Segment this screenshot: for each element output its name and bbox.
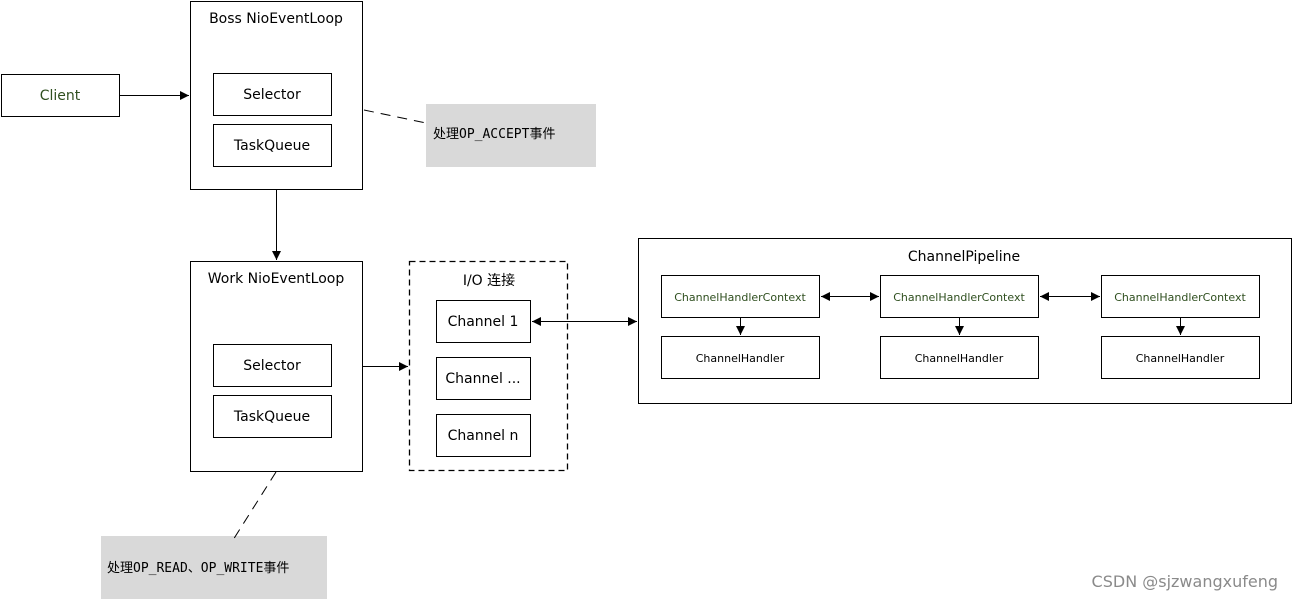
read-write-note-text: 处理OP_READ、OP_WRITE事件 [107,561,289,576]
channel-n-box [436,414,531,457]
boss-selector-box [213,73,332,116]
accept-note: 处理OP_ACCEPT事件 [426,104,596,167]
handler-2-box [880,336,1039,379]
handler-3-box [1101,336,1260,379]
watermark-text: CSDN @sjzwangxufeng [1092,572,1278,591]
channel-1-label: Channel 1 [448,314,519,330]
handler-context-1-box [661,275,820,318]
channel-n-label: Channel n [448,428,519,444]
handler-context-2-box [880,275,1039,318]
handler-3-label: ChannelHandler [1136,352,1225,365]
client-node: Client [1,74,120,117]
client-label: Client [40,88,81,104]
channel-pipeline: ChannelPipeline ChannelHandlerContext Ch… [638,238,1292,404]
handler-context-2-label: ChannelHandlerContext [893,291,1025,304]
work-taskqueue-box [213,395,332,438]
work-selector-box [213,344,332,387]
handler-2-label: ChannelHandler [915,352,1004,365]
work-eventloop-title: Work NioEventLoop [208,271,345,287]
handler-context-1-label: ChannelHandlerContext [674,291,806,304]
boss-taskqueue-box [213,124,332,167]
io-group-title: I/O 连接 [463,272,515,289]
handler-1-box [661,336,820,379]
channel-mid-box [436,357,531,400]
channel-mid-label: Channel ... [445,371,520,387]
handler-context-3-box [1101,275,1260,318]
io-connection-group: I/O 连接 Channel 1 Channel ... Channel n [408,260,569,472]
handler-context-3-label: ChannelHandlerContext [1114,291,1246,304]
work-eventloop: Work NioEventLoop Selector TaskQueue [190,261,363,472]
boss-eventloop: Boss NioEventLoop Selector TaskQueue [190,1,363,190]
connector-work-to-read-write-note [232,471,277,541]
boss-taskqueue-label: TaskQueue [233,138,310,154]
work-selector-label: Selector [243,358,301,374]
channel-1-box [436,300,531,343]
connector-boss-to-accept-note [363,109,427,124]
accept-note-text: 处理OP_ACCEPT事件 [433,127,555,142]
work-taskqueue-label: TaskQueue [233,409,310,425]
pipeline-title: ChannelPipeline [908,249,1020,265]
read-write-note: 处理OP_READ、OP_WRITE事件 [101,536,327,599]
boss-eventloop-title: Boss NioEventLoop [209,11,343,27]
handler-1-label: ChannelHandler [696,352,785,365]
boss-selector-label: Selector [243,87,301,103]
